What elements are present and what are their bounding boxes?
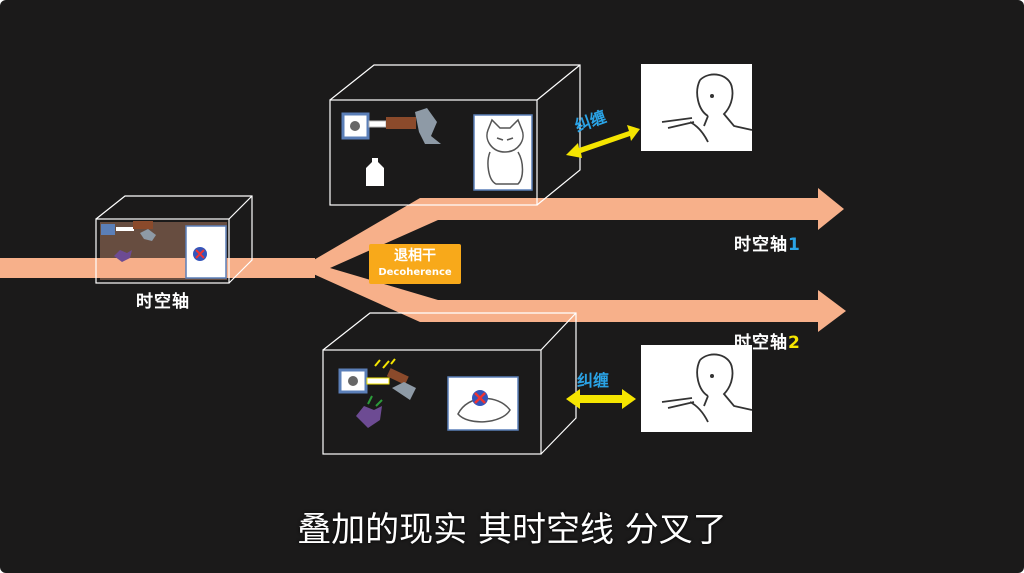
bottom-box [322,312,577,455]
timeline1-arrowhead [818,188,844,230]
timeline1-label: 时空轴1 [734,230,801,255]
decoherence-en: Decoherence [378,267,452,278]
dead-cat-icon [457,390,511,423]
hammer-handle-icon [386,117,416,129]
broken-vial-icon [114,250,132,262]
top-box [329,64,581,206]
broken-bottle-icon [356,406,382,428]
decoherence-zh: 退相干 [394,248,436,264]
timeline-main-label: 时空轴 [136,292,190,312]
bottom-box-contents [338,358,519,431]
poison-bottle-icon [366,158,384,186]
small-box [95,195,253,284]
timeline2-prefix: 时空轴 [734,333,788,353]
timeline2-label: 时空轴2 [734,328,801,353]
entangle-arrow-top [566,125,640,158]
hammer-fallen-icon [386,368,409,385]
entangle-label-bottom: 纠缠 [577,371,610,390]
observer-bottom [641,345,753,432]
decoherence-badge: 退相干 Decoherence [369,244,461,284]
observer-top [641,64,753,151]
alive-cat-icon [486,118,524,185]
subtitle-caption: 叠加的现实 其时空线 分叉了 [297,510,727,550]
entangle-arrow-bottom [566,389,636,409]
timeline1-prefix: 时空轴 [734,235,788,255]
hammer-head-icon [415,108,441,144]
timeline2-number: 2 [788,333,801,353]
geiger-counter-icon [341,112,370,140]
top-box-contents [341,108,533,191]
timeline-band [0,188,846,332]
small-box-contents [101,221,227,279]
timeline1-number: 1 [788,235,801,255]
timeline2-arrowhead [818,290,846,332]
